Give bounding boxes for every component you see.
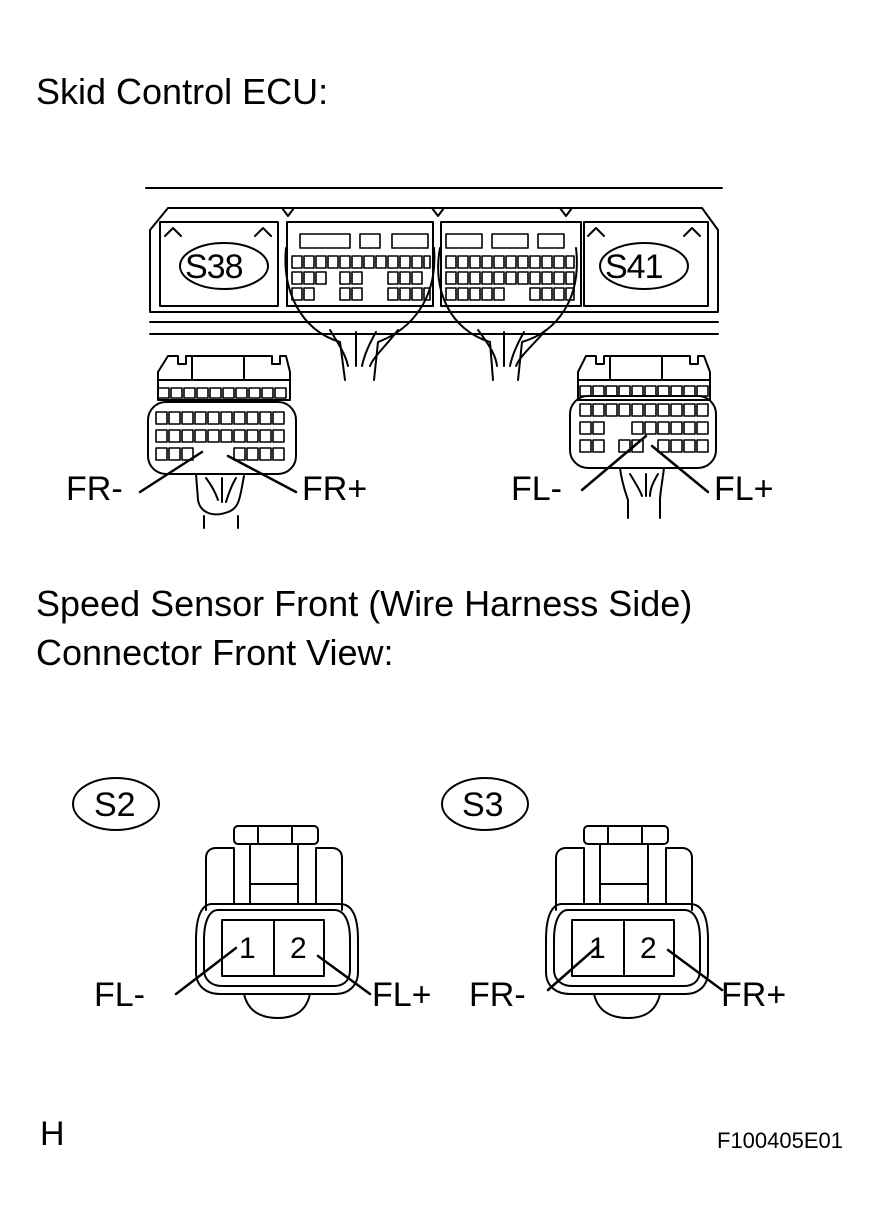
s2-pin-1: 1: [239, 932, 256, 965]
connector-s38-label: S38: [185, 248, 243, 286]
ecu-mating-connector-fl: [569, 355, 717, 519]
connector-s41-label: S41: [605, 248, 663, 286]
s41-badge: [599, 242, 689, 290]
s3-pin-1: 1: [589, 932, 606, 965]
s2-badge: [72, 777, 160, 831]
ecu-section-title: Skid Control ECU:: [36, 71, 329, 112]
s2-fl-plus-label: FL+: [372, 976, 432, 1014]
ecu-pin-grid-right: [445, 233, 575, 301]
footer-left-code: H: [40, 1115, 65, 1153]
s2-pin-2: 2: [290, 932, 307, 965]
s3-badge: [441, 777, 529, 831]
connector-s3-label: S3: [462, 786, 504, 824]
speed-sensor-connector-s3: [545, 825, 709, 1019]
ecu-fr-plus-label: FR+: [302, 470, 368, 508]
connector-s2-label: S2: [94, 786, 136, 824]
s3-fr-plus-label: FR+: [721, 976, 787, 1014]
ecu-fr-minus-label: FR-: [66, 470, 123, 508]
ecu-harness-left: [284, 247, 436, 381]
sensor-section-title-line1: Speed Sensor Front (Wire Harness Side): [36, 583, 693, 624]
sensor-section-title-line2: Connector Front View:: [36, 632, 394, 673]
s3-pin-2: 2: [640, 932, 657, 965]
ecu-fl-plus-label: FL+: [714, 470, 774, 508]
s2-fl-minus-label: FL-: [94, 976, 145, 1014]
ecu-mating-connector-fr: [147, 355, 297, 529]
skid-control-ecu: [145, 187, 723, 335]
speed-sensor-connector-s2: [195, 825, 359, 1019]
ecu-harness-right: [437, 247, 578, 381]
figure-id: F100405E01: [717, 1128, 843, 1153]
ecu-fl-minus-label: FL-: [511, 470, 562, 508]
s38-badge: [179, 242, 269, 290]
s3-fr-minus-label: FR-: [469, 976, 526, 1014]
ecu-pin-grid-left: [291, 233, 431, 301]
